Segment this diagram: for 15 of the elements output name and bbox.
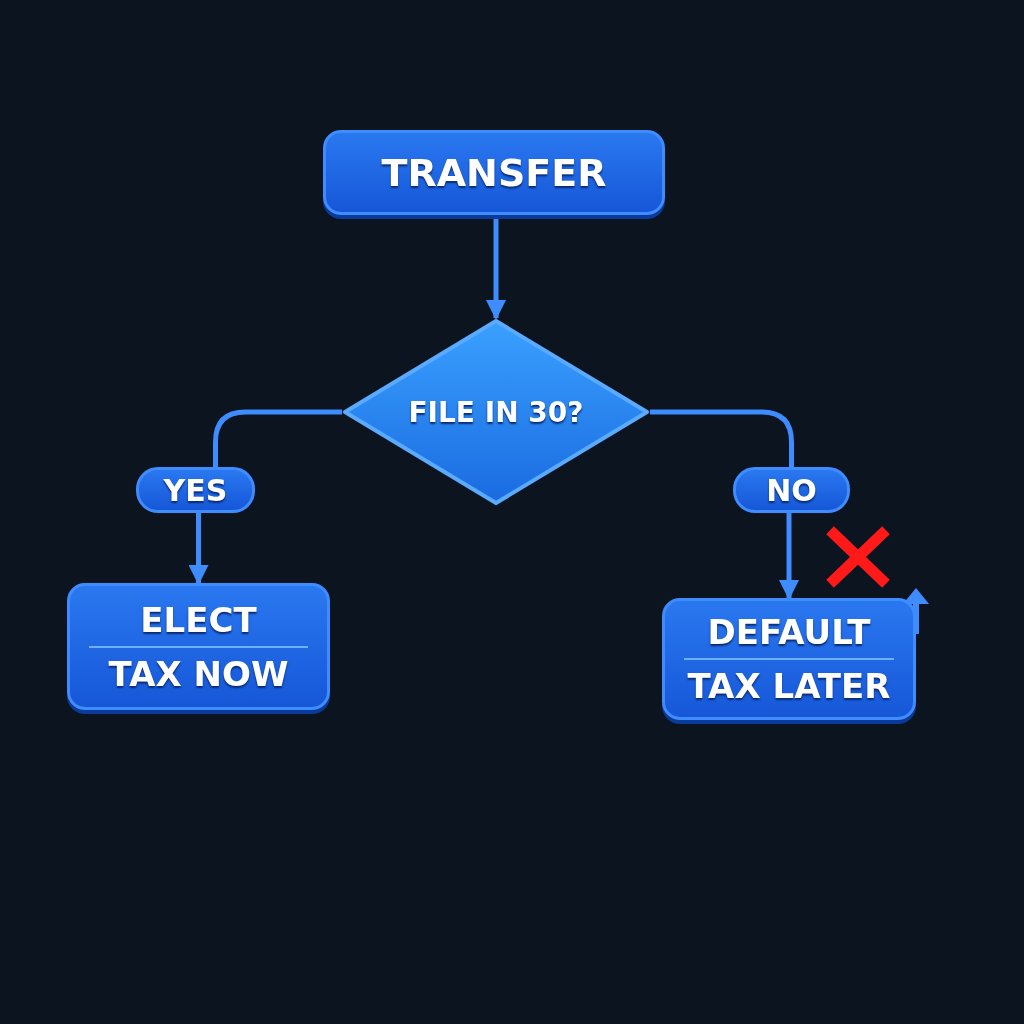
branch-label-pill [136, 467, 255, 513]
arrow [779, 513, 799, 600]
node-title: DEFAULT [707, 612, 871, 652]
branch-label-pill [733, 467, 850, 513]
node-title: ELECT [140, 599, 257, 640]
node-subtitle: TAX NOW [108, 653, 289, 694]
node-title: FILE IN 30? [408, 395, 584, 429]
arrow [188, 513, 209, 585]
node-title: NO [766, 472, 817, 508]
connector-line [213, 409, 342, 467]
node-subtitle: TAX LATER [687, 666, 891, 706]
decision-diamond [342, 318, 650, 506]
node-title: TRANSFER [381, 150, 607, 195]
node-title: YES [163, 472, 228, 508]
connector-line [650, 409, 794, 467]
